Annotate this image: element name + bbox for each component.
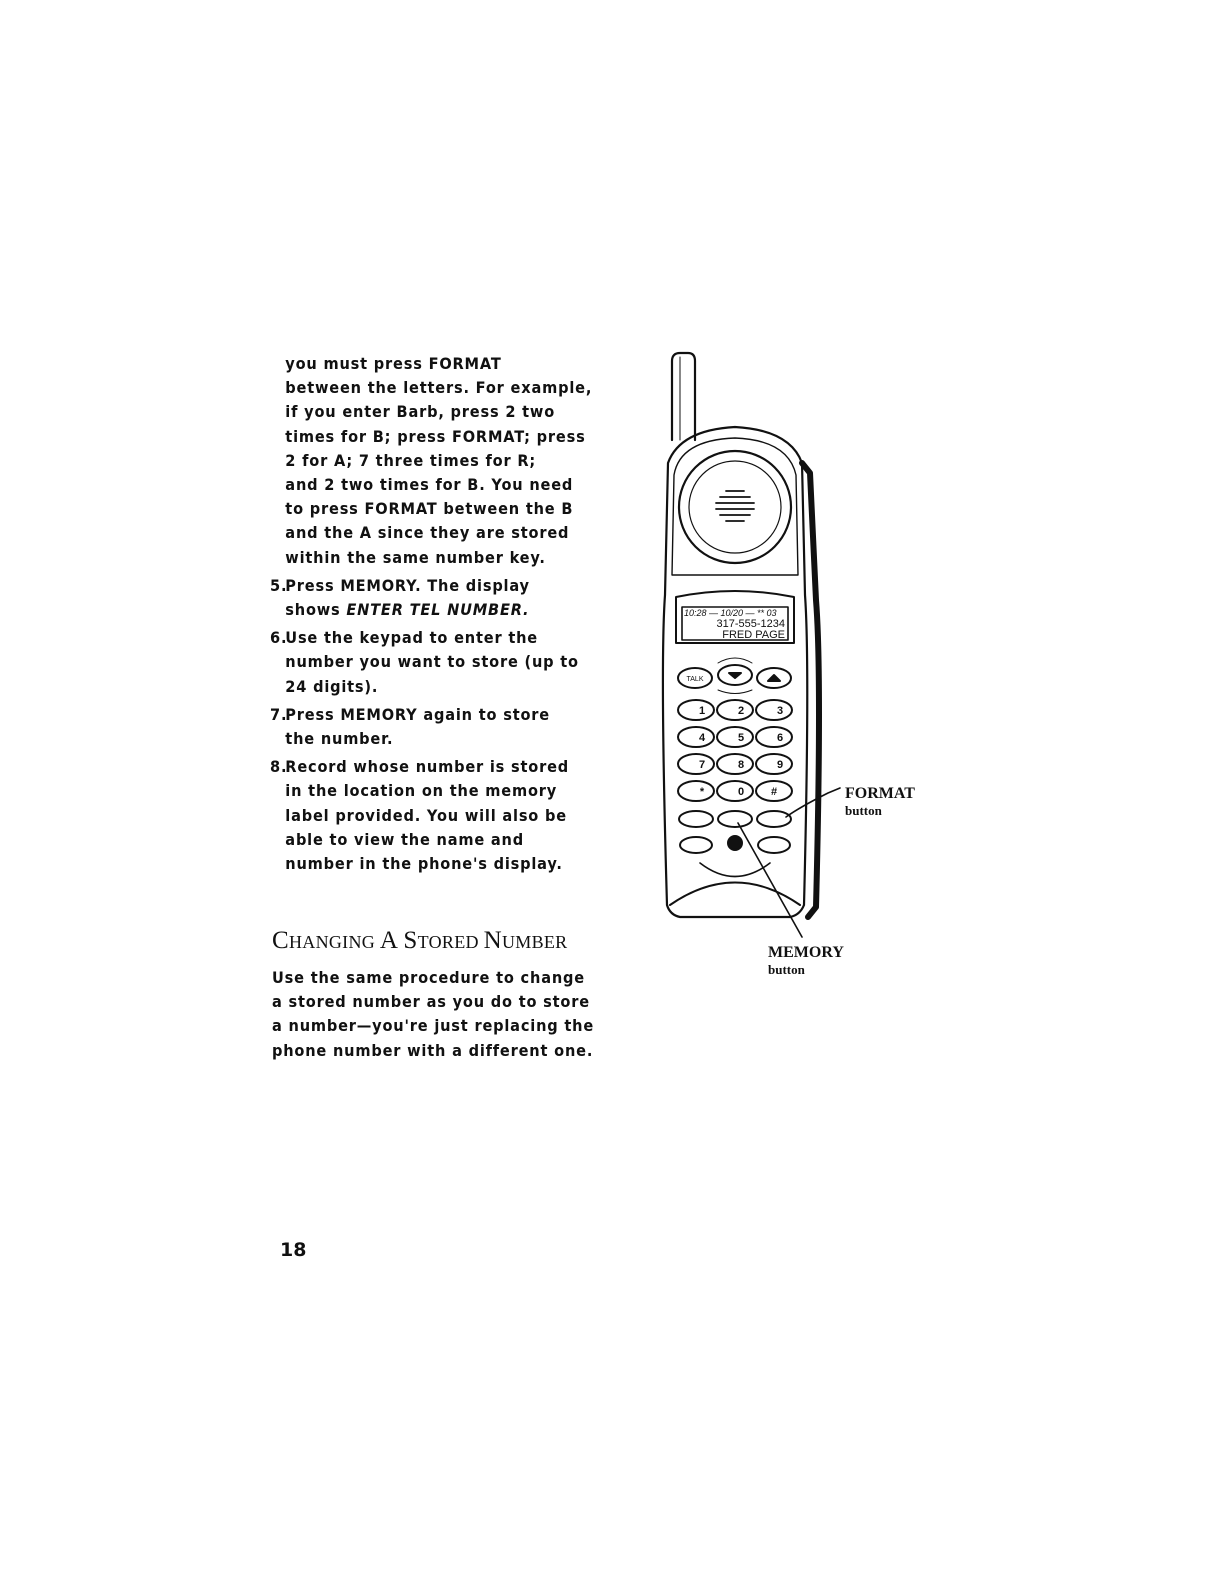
lcd-display: 10:28 — 10/20 — ** 03 317-555-1234 FRED … [675, 590, 795, 644]
key-5-label: 5 [738, 732, 744, 744]
step-line: shows ENTER TEL NUMBER. [285, 598, 576, 622]
intro-line: you must press FORMAT [285, 354, 502, 373]
key-0-label: 0 [738, 786, 744, 798]
memory-callout-line [737, 822, 803, 938]
volume-down-key[interactable] [717, 664, 753, 686]
paragraph-line: phone number with a different one. [272, 1040, 594, 1060]
step-number: 6. [270, 628, 288, 648]
step-line: 24 digits). [285, 676, 379, 696]
display-line-2: 317-555-1234 [716, 618, 785, 630]
step-6: 6. Use the keypad to enter the number yo… [270, 626, 579, 699]
intro-line: between the letters. For example, [285, 378, 593, 398]
memory-callout-sub: button [768, 962, 805, 977]
intro-line: 2 for A; 7 three times for R; [285, 450, 537, 470]
format-key[interactable] [756, 810, 792, 828]
format-callout-line [785, 787, 841, 818]
step-number: 5. [270, 575, 288, 595]
step-line: label provided. You will also be [285, 805, 567, 825]
key-8-label: 8 [738, 759, 744, 771]
flash-key[interactable] [757, 836, 791, 854]
earpiece [677, 449, 793, 565]
channel-key[interactable] [679, 836, 713, 854]
speaker-icon [727, 835, 743, 851]
key-0[interactable] [716, 780, 754, 802]
format-callout: FORMAT button [845, 785, 915, 819]
step-line: number you want to store (up to [285, 652, 579, 672]
key-9-label: 9 [777, 759, 783, 771]
shows-prefix: shows [285, 600, 347, 620]
format-callout-sub: button [845, 803, 882, 818]
key-2-label: 2 [738, 705, 744, 717]
step-7: 7. Press MEMORY again to store the numbe… [270, 703, 576, 751]
mouthpiece-arc [699, 862, 771, 878]
base-cradle [669, 881, 801, 906]
key-6-label: 6 [777, 732, 783, 744]
intro-line: if you enter Barb, press 2 two [285, 402, 556, 422]
step-line: number in the phone's display. [285, 854, 563, 874]
key-7[interactable] [677, 753, 715, 775]
step-line: able to view the name and [285, 829, 524, 849]
paragraph-line: a number—you're just replacing the [272, 1016, 595, 1036]
step-line: Use the keypad to enter the [285, 628, 538, 648]
display-line-3: FRED PAGE [722, 629, 785, 641]
talk-key-label: TALK [687, 676, 704, 683]
redial-key[interactable] [678, 810, 714, 828]
key-star[interactable] [677, 780, 715, 802]
paragraph-line: a stored number as you do to store [272, 992, 590, 1012]
section-paragraph: Use the same procedure to change a store… [272, 966, 596, 1063]
section-heading: CHANGING A STORED NUMBER [272, 927, 568, 954]
keypad: TALK [669, 657, 801, 906]
key-hash-label: # [771, 786, 777, 798]
key-1-label: 1 [699, 705, 705, 717]
page-number: 18 [280, 1239, 307, 1261]
key-3[interactable] [755, 699, 793, 721]
key-3-label: 3 [777, 705, 783, 717]
step-line: Press MEMORY again to store [285, 704, 550, 724]
intro-line: and the A since they are stored [285, 523, 570, 543]
paragraph-line: Use the same procedure to change [272, 968, 585, 987]
arrow-down-icon [728, 672, 742, 679]
memory-key[interactable] [717, 810, 753, 828]
step-5: 5. Press MEMORY. The display shows ENTER… [270, 574, 576, 622]
intro-line: to press FORMAT between the B [285, 499, 574, 519]
key-8[interactable] [716, 753, 754, 775]
intro-line: and 2 two times for B. You need [285, 475, 574, 495]
memory-callout: MEMORY button [768, 944, 844, 978]
handset-body [661, 425, 822, 920]
key-1[interactable] [677, 699, 715, 721]
key-2[interactable] [716, 699, 754, 721]
talk-key[interactable] [677, 667, 713, 689]
key-4[interactable] [677, 726, 715, 748]
key-6[interactable] [755, 726, 793, 748]
key-9[interactable] [755, 753, 793, 775]
key-hash[interactable] [755, 780, 793, 802]
step-line: Press MEMORY. The display [285, 575, 530, 595]
key-5[interactable] [716, 726, 754, 748]
arrow-up-icon [767, 674, 781, 682]
memory-callout-title: MEMORY [768, 944, 844, 961]
format-callout-title: FORMAT [845, 785, 915, 802]
step-line: the number. [285, 729, 394, 749]
intro-paragraph: you must press FORMAT between the letter… [285, 352, 593, 570]
step-list: 5. Press MEMORY. The display shows ENTER… [270, 574, 579, 876]
intro-line: times for B; press FORMAT; press [285, 426, 586, 446]
volume-up-key[interactable] [756, 667, 792, 689]
key-7-label: 7 [699, 759, 705, 771]
cordless-phone-illustration: 10:28 — 10/20 — ** 03 317-555-1234 FRED … [661, 351, 841, 938]
step-number: 7. [270, 704, 288, 724]
intro-line: within the same number key. [285, 547, 546, 567]
step-line: Record whose number is stored [285, 757, 570, 777]
display-message: ENTER TEL NUMBER. [346, 600, 530, 620]
step-number: 8. [270, 757, 288, 777]
step-line: in the location on the memory [285, 781, 558, 801]
key-star-label: * [700, 786, 705, 798]
instruction-column: you must press FORMAT between the letter… [270, 352, 593, 880]
display-line-1: 10:28 — 10/20 — ** 03 [684, 608, 777, 618]
key-4-label: 4 [699, 732, 706, 744]
antenna [670, 351, 697, 442]
step-8: 8. Record whose number is stored in the … [270, 755, 576, 876]
